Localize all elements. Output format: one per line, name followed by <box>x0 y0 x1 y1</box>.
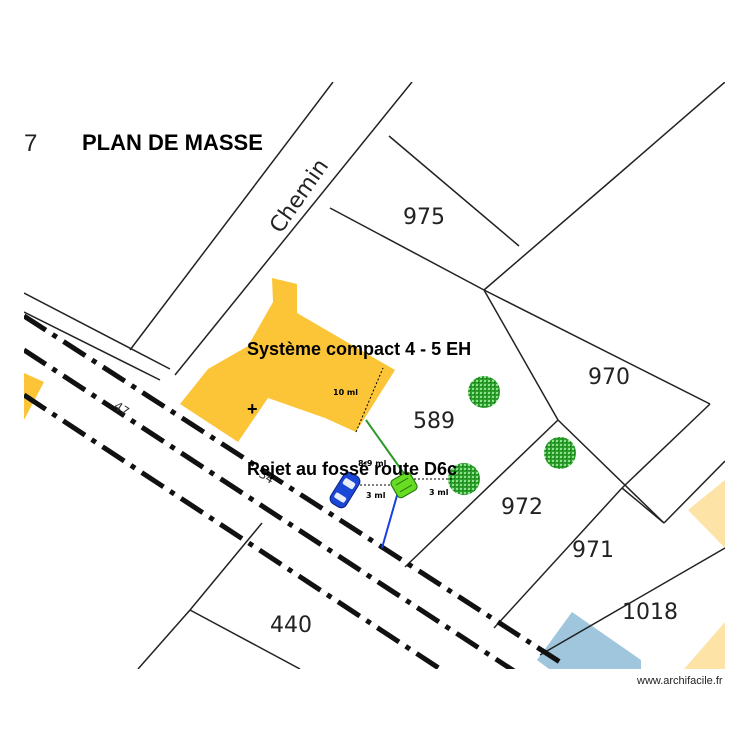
house-footprint <box>180 278 395 442</box>
tree-icon <box>544 437 576 469</box>
road-number-47: 47 <box>111 399 131 419</box>
partial-parcel-label: 7 <box>24 130 38 157</box>
parcel-440: 440 <box>270 613 312 638</box>
parcel-975: 975 <box>403 205 445 230</box>
road-number-34: 34 <box>256 467 276 487</box>
annotation-line-3: Rejet au fossé route D6c <box>247 459 458 479</box>
measurement-right-label: 3 ml <box>429 488 449 497</box>
road-boundary-lines <box>24 313 562 669</box>
road-name-label: Chemin <box>265 155 334 238</box>
watermark[interactable]: www.archifacile.fr <box>637 675 723 687</box>
tree-icon <box>448 463 480 495</box>
road-numbers: 47 34 <box>111 399 276 487</box>
measurement-house-label: 10 ml <box>333 388 358 397</box>
annotation-line-1: Système compact 4 - 5 EH <box>247 339 472 359</box>
parcel-972: 972 <box>501 495 543 520</box>
water-area <box>537 612 641 669</box>
tree-icon <box>468 376 500 408</box>
annotation-line-2: + <box>247 399 258 419</box>
measurement-left-label: 3 ml <box>366 491 386 500</box>
measurement-labels: 10 ml 8-9 ml 3 ml 3 ml <box>333 388 449 500</box>
neighbor-building <box>24 373 44 420</box>
drain-to-ditch-pipe <box>381 491 399 549</box>
light-building <box>688 480 725 548</box>
light-building-lower <box>684 622 725 669</box>
distance-line-house <box>355 367 384 433</box>
car-icon <box>329 471 361 509</box>
parcel-1018: 1018 <box>622 600 678 625</box>
system-annotation: Système compact 4 - 5 EH + Rejet au foss… <box>247 299 471 499</box>
house-to-system-pipe <box>365 419 406 476</box>
compact-system-icon <box>390 471 418 499</box>
parcel-numbers: 975 970 589 972 971 1018 440 <box>270 205 678 638</box>
measurement-car-label: 8-9 ml <box>358 459 387 468</box>
page-title: PLAN DE MASSE <box>82 130 263 155</box>
parcel-589: 589 <box>413 409 455 434</box>
parcel-971: 971 <box>572 538 614 563</box>
parcel-970: 970 <box>588 365 630 390</box>
parcel-boundaries <box>24 82 725 669</box>
